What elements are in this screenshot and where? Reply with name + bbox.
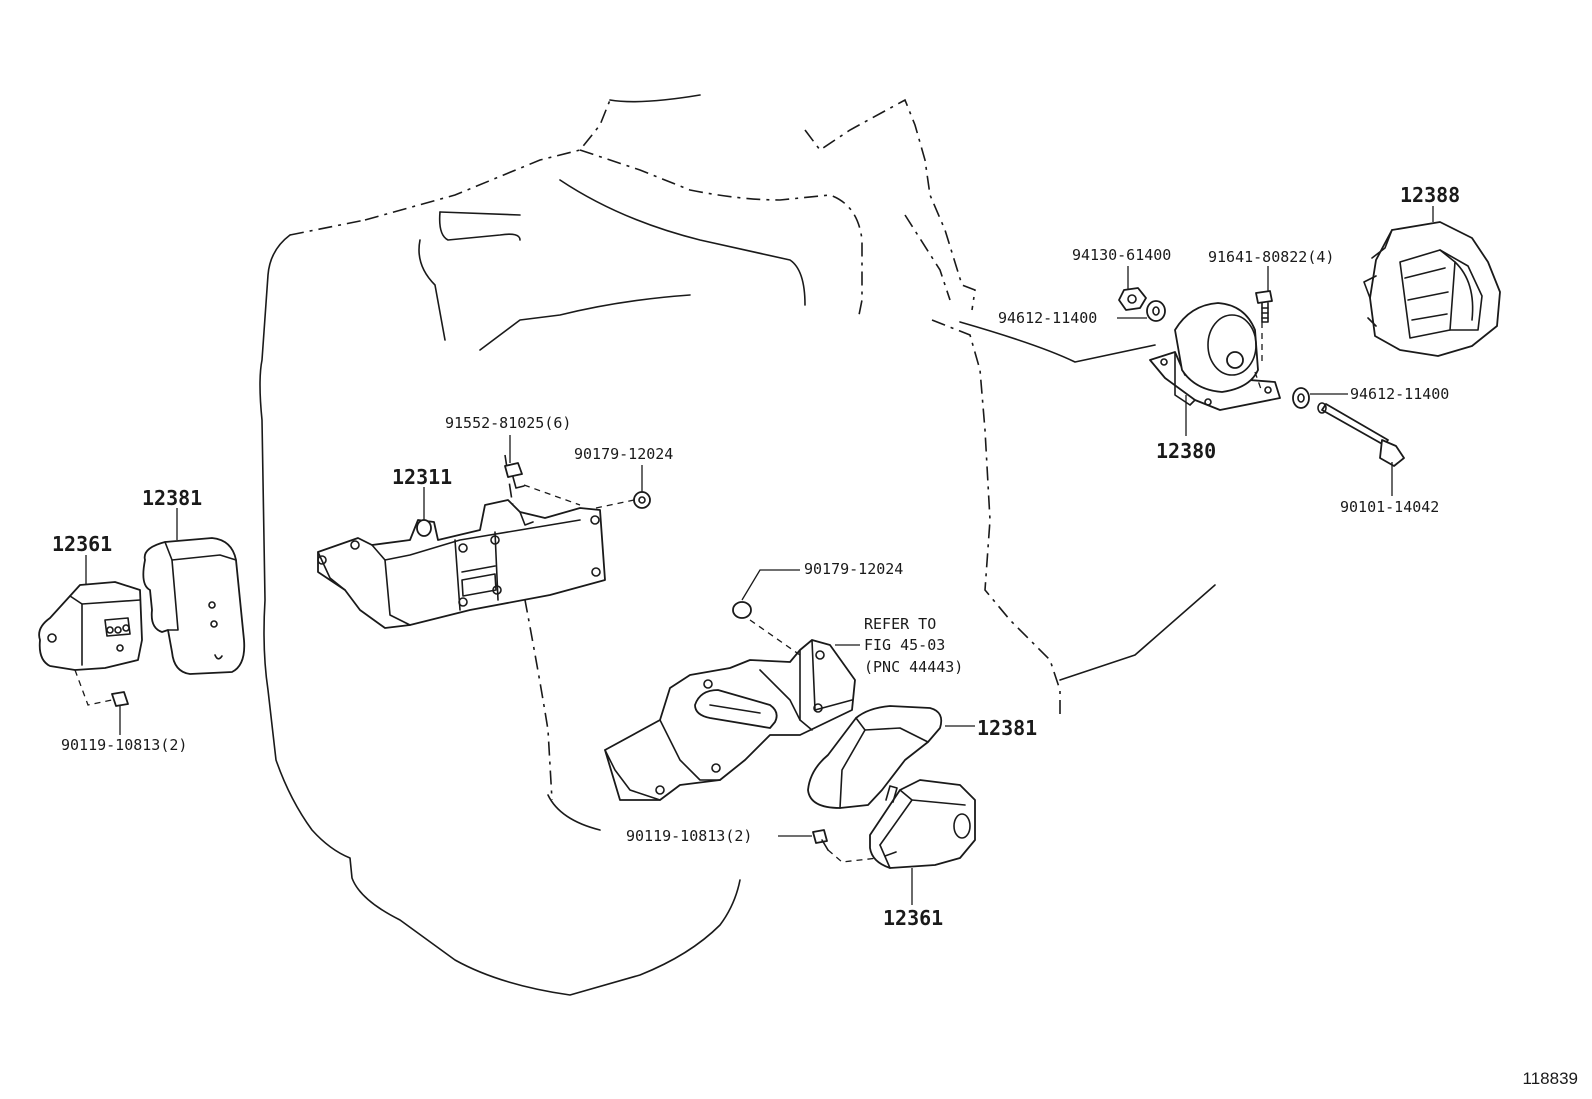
- mount-12380: [1149, 302, 1281, 411]
- mount-12361-left: [38, 581, 143, 707]
- mount-12361-right: [812, 779, 976, 869]
- figure-number: 118839: [1522, 1069, 1578, 1088]
- label-91641-80822: 91641-80822(4): [1208, 248, 1335, 266]
- label-94612-11400-left: 94612-11400: [998, 309, 1098, 327]
- fasteners-12380: [1118, 287, 1405, 467]
- bracket-12311: [317, 462, 651, 629]
- label-90179-12024-top: 90179-12024: [574, 445, 674, 463]
- label-12361-right: 12361: [883, 906, 944, 930]
- label-12311: 12311: [392, 465, 453, 489]
- stopper-12388: [1363, 221, 1501, 357]
- label-90119-10813-left: 90119-10813(2): [61, 736, 188, 754]
- label-90119-10813-right: 90119-10813(2): [626, 827, 753, 845]
- label-91552-81025: 91552-81025(6): [445, 414, 572, 432]
- label-12381-left: 12381: [142, 486, 203, 510]
- label-90179-12024-mid: 90179-12024: [804, 560, 904, 578]
- bracket-center-right: [604, 601, 856, 801]
- label-94612-11400-right: 94612-11400: [1350, 385, 1450, 403]
- insulator-12381-right: [807, 705, 943, 809]
- label-90101-14042: 90101-14042: [1340, 498, 1440, 516]
- label-12361-left: 12361: [52, 532, 113, 556]
- insulator-12381-left: [142, 537, 246, 675]
- label-94130-61400: 94130-61400: [1072, 246, 1172, 264]
- leader-lines: [74, 206, 1434, 905]
- label-12388: 12388: [1400, 183, 1461, 207]
- refer-note-line3: (PNC 44443): [864, 658, 964, 676]
- refer-note-line1: REFER TO: [864, 615, 937, 633]
- label-12381-right: 12381: [977, 716, 1038, 740]
- refer-note-line2: FIG 45-03: [864, 636, 946, 654]
- label-12380: 12380: [1156, 439, 1217, 463]
